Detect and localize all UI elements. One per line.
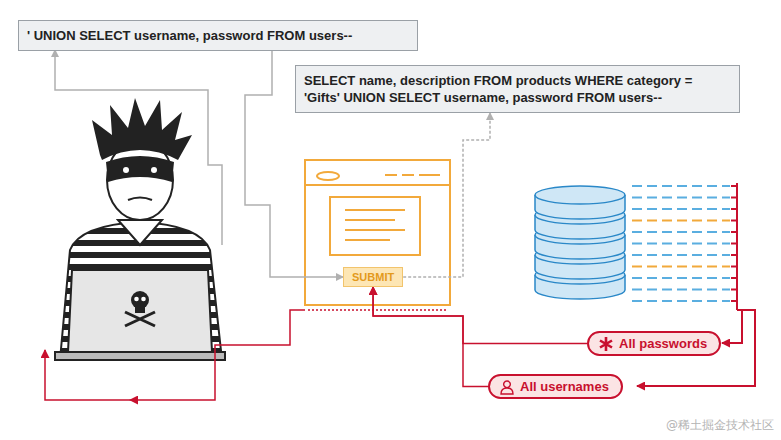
user-icon [499,379,515,395]
watermark: @稀土掘金技术社区 [666,417,774,434]
node-text: All passwords [619,336,707,351]
result-pill: All passwords [587,331,721,356]
submit-button: SUBMIT [343,267,403,287]
sql-query-box: SELECT name, description FROM products W… [295,65,740,113]
bracket-tick [731,231,737,233]
node-text: SUBMIT [352,270,394,284]
data-row [632,243,730,245]
bracket-tick [731,197,737,199]
bracket-tick [731,289,737,291]
database-rows [632,186,730,301]
node-text: All usernames [520,379,609,394]
browser-window [305,160,450,305]
data-row [632,277,730,279]
bracket-tick [731,243,737,245]
bracket-tick [731,220,737,222]
node-text: SELECT name, description FROM products W… [304,72,731,106]
data-row [632,231,730,233]
bracket-tick [731,208,737,210]
result-pill: All usernames [488,374,623,399]
connector [403,113,490,277]
connector [373,287,488,387]
data-row [632,197,730,199]
hacker-figure [55,98,225,360]
bracket-tick [731,266,737,268]
input-line [55,50,222,245]
bracket-tick [731,185,737,187]
data-row [632,185,730,187]
node-text: ' UNION SELECT username, password FROM u… [27,27,409,44]
data-row [632,289,730,291]
result-line [45,310,448,400]
data-row [632,300,730,302]
data-row [632,220,730,222]
bracket-tick [731,300,737,302]
data-row [632,266,730,268]
bracket-tick [731,277,737,279]
query-box: ' UNION SELECT username, password FROM u… [18,20,418,51]
data-row [632,254,730,256]
bracket-tick [731,254,737,256]
asterisk-icon [598,336,614,352]
database [535,186,625,299]
bracket-ticks [731,186,737,301]
data-row [632,208,730,210]
